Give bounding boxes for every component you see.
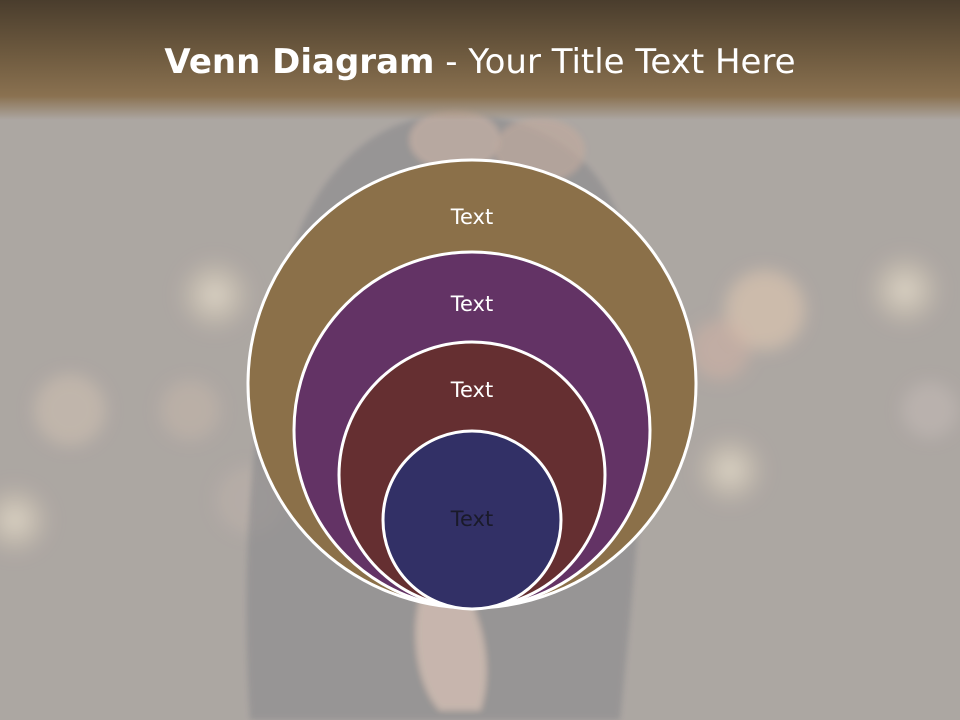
venn-ring-second-label: Text	[450, 292, 494, 316]
venn-ring-outer-label: Text	[450, 205, 494, 229]
title-rest-part: - Your Title Text Here	[434, 42, 796, 82]
slide-title: Venn Diagram - Your Title Text Here	[0, 40, 960, 84]
venn-ring-third-label: Text	[450, 378, 494, 402]
title-bold-part: Venn Diagram	[164, 42, 435, 82]
venn-ring-inner[interactable]	[381, 429, 563, 611]
title-bar: Venn Diagram - Your Title Text Here	[0, 0, 960, 120]
venn-ring-inner-label: Text	[450, 507, 494, 531]
